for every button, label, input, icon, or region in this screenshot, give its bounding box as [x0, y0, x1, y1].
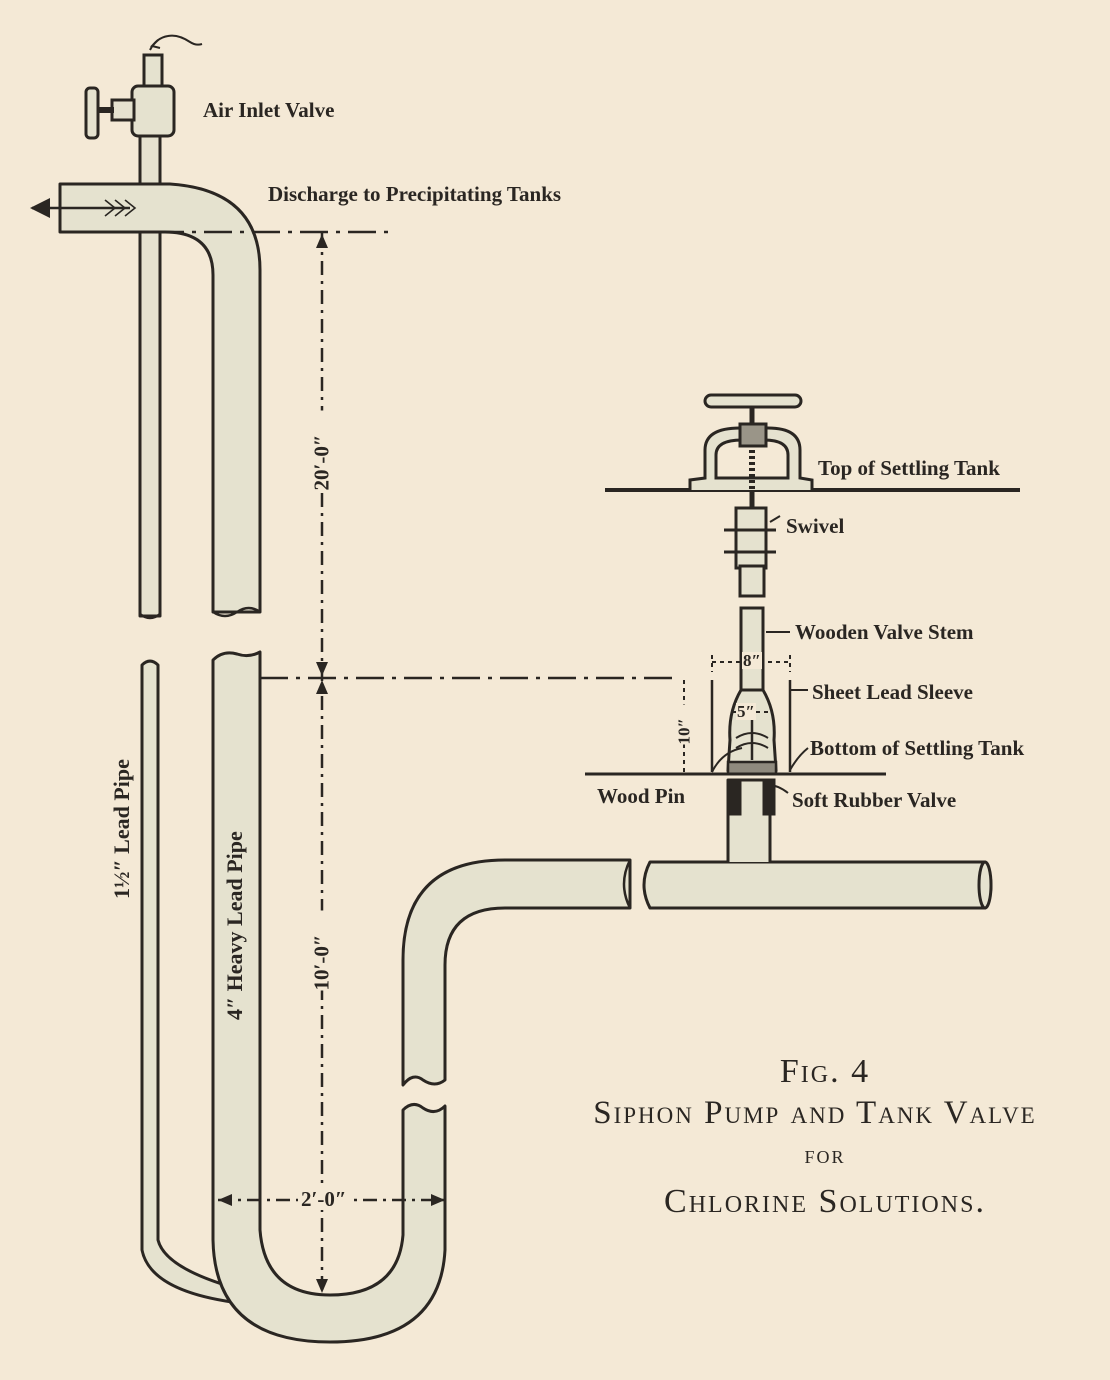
- top-of-settling-tank-label: Top of Settling Tank: [818, 456, 1000, 480]
- dimension-lines: [60, 230, 680, 1295]
- small-lead-pipe-lower: [140, 659, 237, 1304]
- small-lead-pipe-label: 1½″ Lead Pipe: [109, 759, 134, 899]
- dimension-10ft: 10′-0″: [310, 910, 334, 991]
- wooden-valve-stem-label: Wooden Valve Stem: [795, 620, 974, 644]
- dimension-arrowheads: [218, 234, 445, 1293]
- leader-lines: [711, 631, 809, 794]
- sheet-lead-sleeve-label: Sheet Lead Sleeve: [812, 680, 973, 704]
- dimension-20ft: 20′-0″: [310, 410, 334, 491]
- dimension-5in: 5″: [736, 702, 756, 721]
- settling-tank-bottom: [585, 772, 886, 816]
- dimension-8in: 8″: [742, 651, 762, 670]
- caption-title-line2: for: [804, 1140, 846, 1169]
- soft-rubber-valve-label: Soft Rubber Valve: [792, 788, 957, 812]
- heavy-lead-pipe-u-bend: [211, 650, 447, 1344]
- heavy-lead-pipe-upper: [58, 182, 262, 618]
- air-inlet-valve-label: Air Inlet Valve: [203, 98, 335, 122]
- caption-title-line1: Siphon Pump and Tank Valve: [593, 1095, 1037, 1131]
- settling-tank-top: [605, 393, 1020, 510]
- tee-pipe: [642, 778, 993, 910]
- heavy-lead-pipe-label: 4″ Heavy Lead Pipe: [222, 831, 247, 1020]
- small-lead-pipe-upper: [138, 94, 162, 620]
- discharge-label: Discharge to Precipitating Tanks: [268, 182, 562, 206]
- sheet-lead-sleeve: [710, 680, 792, 776]
- dimension-10in: 10″: [675, 704, 694, 745]
- caption-title-line3: Chlorine Solutions.: [664, 1183, 986, 1220]
- air-inlet-valve: [84, 34, 203, 140]
- swivel-label: Swivel: [786, 514, 845, 538]
- swivel: [724, 506, 781, 598]
- riser-pipe: [401, 858, 632, 1087]
- figure-number: Fig. 4: [779, 1053, 871, 1090]
- dimension-2ft: 2′-0″: [298, 1189, 350, 1210]
- discharge-arrow: [30, 198, 137, 218]
- bottom-of-settling-tank-label: Bottom of Settling Tank: [810, 736, 1025, 760]
- wood-pin-label: Wood Pin: [597, 784, 686, 808]
